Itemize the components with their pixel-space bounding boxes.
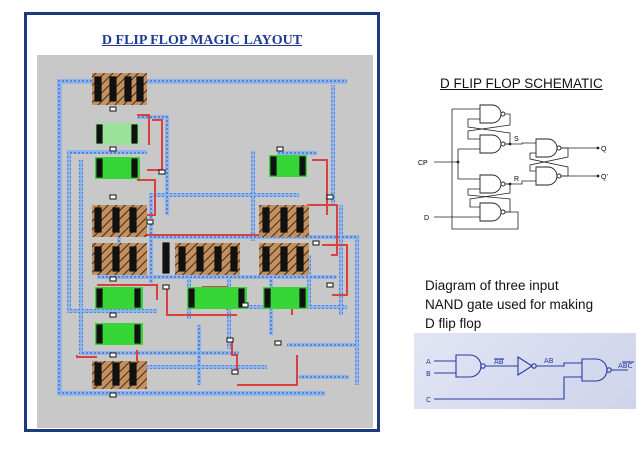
nand-hand-drawing: A B C AB AB ABC [426,354,634,404]
photo-label-b: B [426,370,431,378]
schematic-drawing: S R Q Q' CP D [418,104,608,230]
layout-title: D FLIP FLOP MAGIC LAYOUT [101,33,303,48]
magic-layout-drawing [57,73,359,398]
photo-label-abc-bar: ABC [618,362,632,370]
caption-line-1: Diagram of three input [425,278,559,293]
caption-line-2: NAND gate used for making [425,297,594,312]
d-flip-flop-schematic: S R Q Q' CP D [418,95,618,235]
diffusion-regions [95,123,308,345]
schematic-title: D FLIP FLOP SCHEMATIC [440,76,603,91]
caption-line-3: D flip flop [425,316,482,331]
schematic-label-q-bar: Q' [601,174,608,181]
photo-label-c: C [426,396,431,404]
photo-label-a: A [426,358,431,366]
layout-panel: D FLIP FLOP MAGIC LAYOUT [24,12,380,432]
schematic-label-r: R [514,176,519,183]
schematic-label-cp: CP [418,160,428,167]
schematic-label-d: D [424,215,429,222]
photo-label-ab-bar: AB [494,358,504,366]
three-input-nand-photo: A B C AB AB ABC [414,333,636,409]
schematic-label-s: S [514,136,519,143]
schematic-label-q: Q [601,146,607,153]
magic-layout-canvas [37,55,373,428]
contacts [94,76,334,398]
photo-label-ab: AB [544,357,554,365]
nand-caption: Diagram of three input NAND gate used fo… [425,276,593,333]
